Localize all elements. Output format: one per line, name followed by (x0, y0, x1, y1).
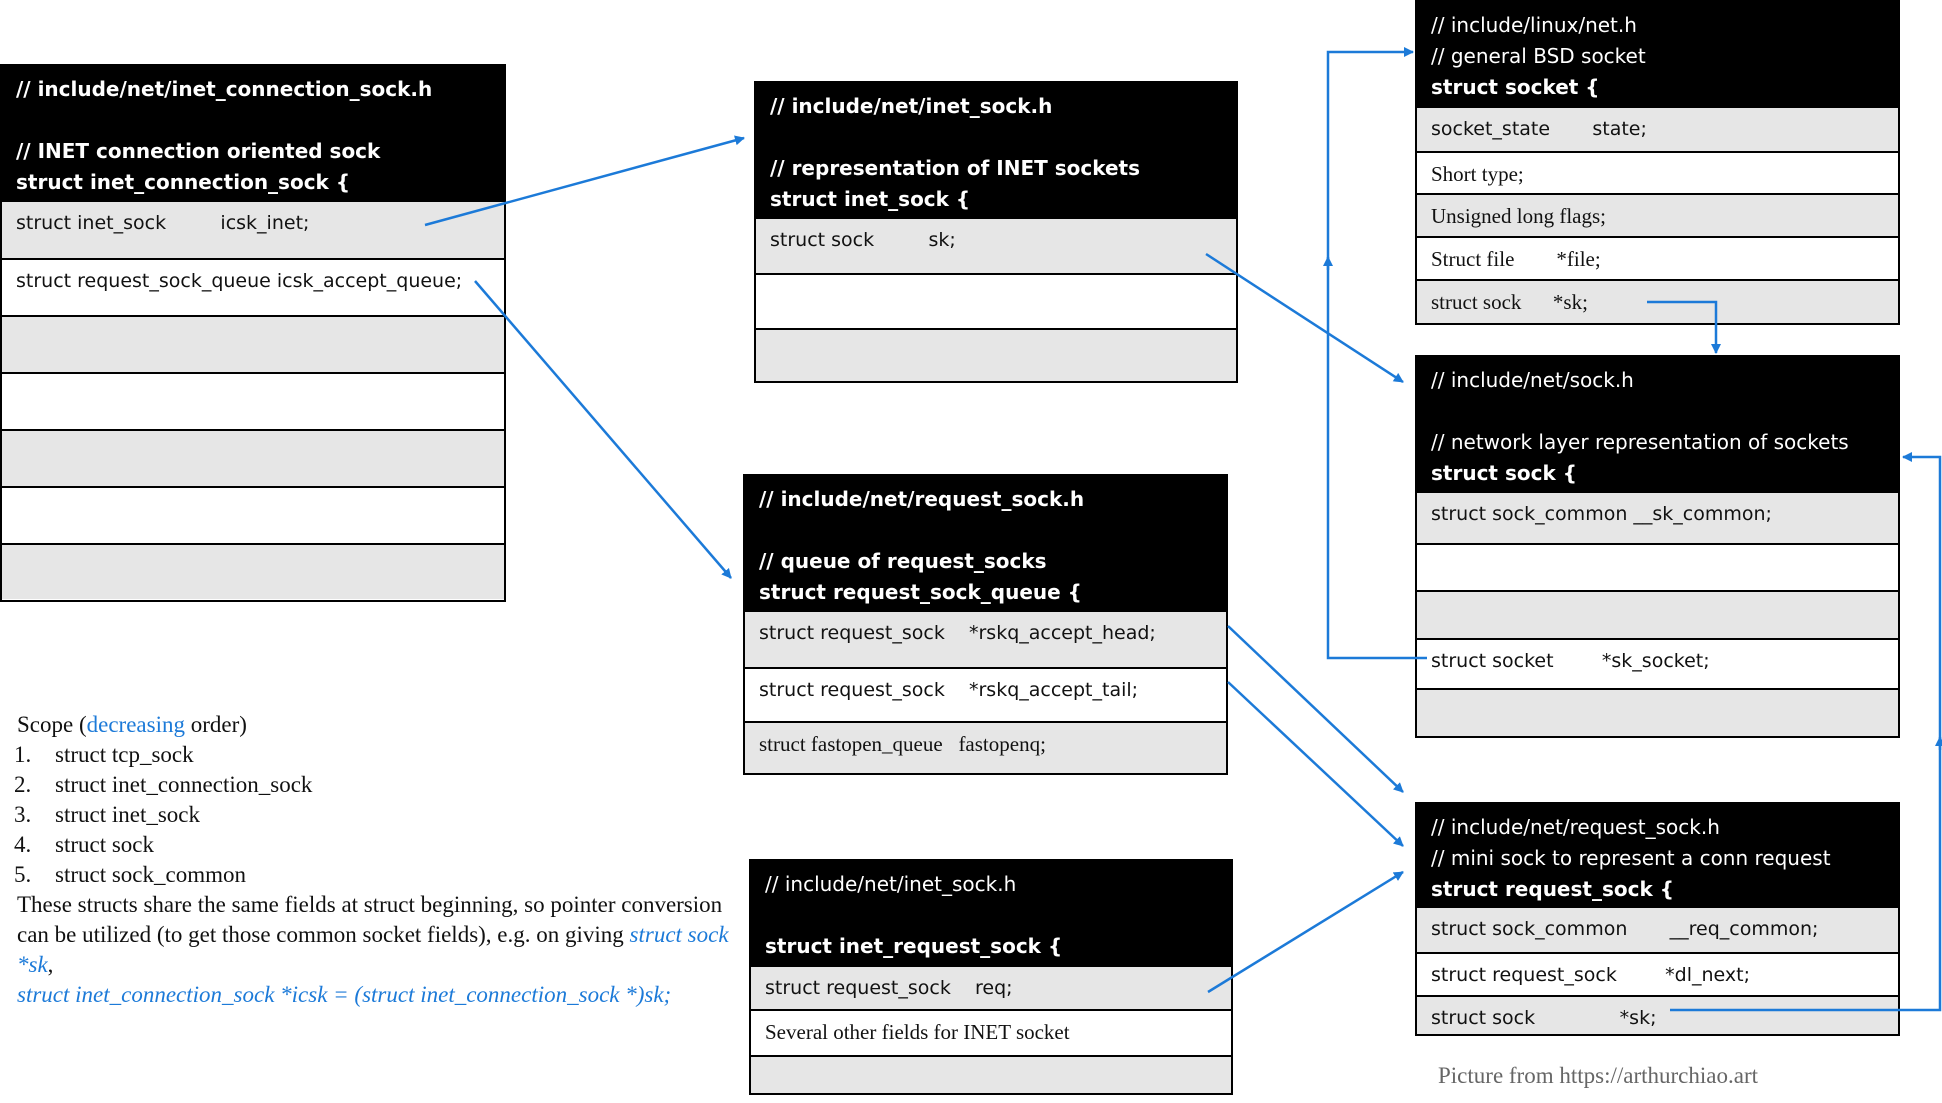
header-line: // include/net/inet_sock.h (770, 94, 1053, 118)
header-line: // include/net/request_sock.h (1431, 815, 1720, 839)
struct-inet-sock: // include/net/inet_sock.h // representat… (754, 81, 1238, 383)
header-line: struct request_sock { (1431, 877, 1674, 901)
struct-field: struct request_sock *rskq_accept_head; (745, 612, 1226, 667)
struct-field (1417, 543, 1898, 590)
struct-field: struct fastopen_queue fastopenq; (745, 721, 1226, 773)
struct-field (2, 372, 504, 429)
arrow-req-to-request-sock (1207, 870, 1404, 994)
header-line: struct socket { (1431, 75, 1600, 99)
struct-header: // include/linux/net.h // general BSD soc… (1417, 2, 1898, 108)
struct-field: struct request_sock *rskq_accept_tail; (745, 667, 1226, 721)
struct-field: Short type; (1417, 151, 1898, 193)
struct-inet-connection-sock: // include/net/inet_connection_sock.h // … (0, 64, 506, 602)
header-line: // include/net/sock.h (1431, 368, 1634, 392)
picture-credit: Picture from https://arthurchiao.art (1438, 1063, 1758, 1088)
scope-paragraph: These structs share the same fields at s… (17, 892, 729, 977)
arrow-icsk-inet-to-inet-sock (424, 135, 745, 227)
struct-field: struct sock_common __req_common; (1417, 908, 1898, 952)
arrow-socket-sk-to-sock (1647, 300, 1721, 354)
header-line: // INET connection oriented sock (16, 139, 381, 163)
arrow-request-sock-sk-to-sock (1670, 452, 1942, 1012)
struct-header: // include/net/request_sock.h // queue of… (745, 476, 1226, 612)
struct-header: // include/net/sock.h // network layer re… (1417, 357, 1898, 493)
struct-field: struct request_sock_queue icsk_accept_qu… (2, 258, 504, 315)
header-line: struct inet_connection_sock { (16, 170, 351, 194)
scope-title: Scope (decreasing order) (17, 712, 247, 737)
struct-socket: // include/linux/net.h // general BSD soc… (1415, 0, 1900, 325)
struct-field: Unsigned long flags; (1417, 193, 1898, 236)
header-line: // mini sock to represent a conn request (1431, 846, 1831, 870)
struct-field: struct sock_common __sk_common; (1417, 493, 1898, 543)
header-line: // representation of INET sockets (770, 156, 1141, 180)
struct-field (2, 543, 504, 599)
scope-item: struct sock (37, 830, 752, 860)
struct-field: struct request_sock req; (751, 967, 1231, 1009)
struct-field (756, 273, 1236, 328)
scope-list: struct tcp_sock struct inet_connection_s… (17, 740, 752, 890)
struct-field: Struct file *file; (1417, 236, 1898, 279)
struct-field: struct request_sock *dl_next; (1417, 952, 1898, 995)
struct-field (1417, 590, 1898, 638)
header-line: // include/net/inet_connection_sock.h (16, 77, 433, 101)
struct-header: // include/net/inet_sock.h // representat… (756, 83, 1236, 219)
arrow-inet-sock-sk-to-sock (1205, 252, 1404, 384)
header-line: struct sock { (1431, 461, 1577, 485)
header-line: // include/net/request_sock.h (759, 487, 1085, 511)
scope-description: Scope (decreasing order) struct tcp_sock… (17, 710, 752, 1010)
header-line: // include/net/inet_sock.h (765, 872, 1017, 896)
struct-field: Several other fields for INET socket (751, 1009, 1231, 1055)
struct-field: struct socket *sk_socket; (1417, 638, 1898, 688)
struct-field: socket_state state; (1417, 108, 1898, 151)
struct-field: struct inet_sock icsk_inet; (2, 202, 504, 258)
header-line: // include/linux/net.h (1431, 13, 1637, 37)
scope-item: struct inet_connection_sock (37, 770, 752, 800)
struct-request-sock: // include/net/request_sock.h // mini soc… (1415, 802, 1900, 1036)
struct-field (2, 315, 504, 372)
struct-field (751, 1055, 1231, 1093)
arrow-accept-queue-to-request-sock-queue (474, 280, 732, 579)
struct-field (1417, 688, 1898, 736)
struct-request-sock-queue: // include/net/request_sock.h // queue of… (743, 474, 1228, 775)
scope-item: struct inet_sock (37, 800, 752, 830)
struct-field: struct sock sk; (756, 219, 1236, 273)
scope-item: struct tcp_sock (37, 740, 752, 770)
header-line: // network layer representation of socke… (1431, 430, 1849, 454)
header-line: struct inet_sock { (770, 187, 971, 211)
struct-header: // include/net/inet_connection_sock.h // … (2, 66, 504, 202)
header-line: struct inet_request_sock { (765, 934, 1063, 958)
header-line: // queue of request_socks (759, 549, 1047, 573)
header-line: struct request_sock_queue { (759, 580, 1082, 604)
arrow-sk-socket-to-socket (1326, 47, 1427, 660)
struct-field: struct sock *sk; (1417, 995, 1898, 1034)
struct-field (756, 328, 1236, 381)
struct-sock: // include/net/sock.h // network layer re… (1415, 355, 1900, 738)
header-line: // general BSD socket (1431, 44, 1646, 68)
struct-field (2, 429, 504, 486)
scope-item: struct sock_common (37, 860, 752, 890)
arrow-accept-head-to-request-sock (1227, 625, 1404, 793)
scope-example: struct inet_connection_sock *icsk = (str… (17, 982, 672, 1007)
arrow-accept-tail-to-request-sock (1227, 681, 1404, 847)
struct-header: // include/net/request_sock.h // mini soc… (1417, 804, 1898, 908)
struct-field (2, 486, 504, 543)
